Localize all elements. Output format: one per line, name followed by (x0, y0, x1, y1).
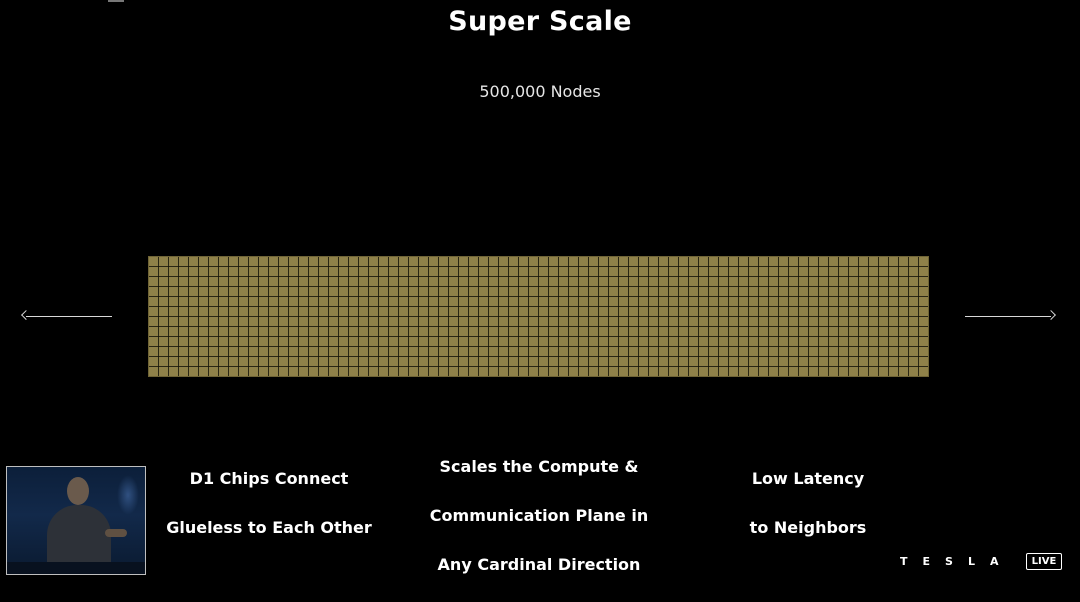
caption-line: to Neighbors (749, 517, 867, 537)
stage-floor (7, 562, 145, 574)
caption-line: Scales the Compute & (439, 456, 639, 476)
presenter-video (6, 466, 146, 575)
caption-line: D1 Chips Connect (189, 468, 349, 488)
caption-scales: Scales the Compute & Communication Plane… (408, 430, 670, 602)
live-badge: LIVE (1026, 553, 1062, 570)
node-grid (148, 256, 929, 377)
caption-latency: Low Latency to Neighbors (718, 442, 898, 565)
tesla-wordmark: TESLA (900, 555, 1014, 568)
caption-line: Any Cardinal Direction (437, 554, 641, 574)
slide-title: Super Scale (448, 6, 632, 37)
caption-line: Communication Plane in (429, 505, 649, 525)
stage-light (117, 475, 139, 515)
arrow-right-icon (965, 316, 1051, 317)
caption-line: Low Latency (751, 468, 865, 488)
slide-subtitle: 500,000 Nodes (479, 82, 601, 101)
top-edge-mark (108, 0, 124, 2)
caption-glueless: D1 Chips Connect Glueless to Each Other (150, 442, 388, 565)
arrow-left-icon (26, 316, 112, 317)
presenter-arm (105, 529, 127, 537)
presenter-head (67, 477, 89, 505)
caption-line: Glueless to Each Other (166, 517, 372, 537)
